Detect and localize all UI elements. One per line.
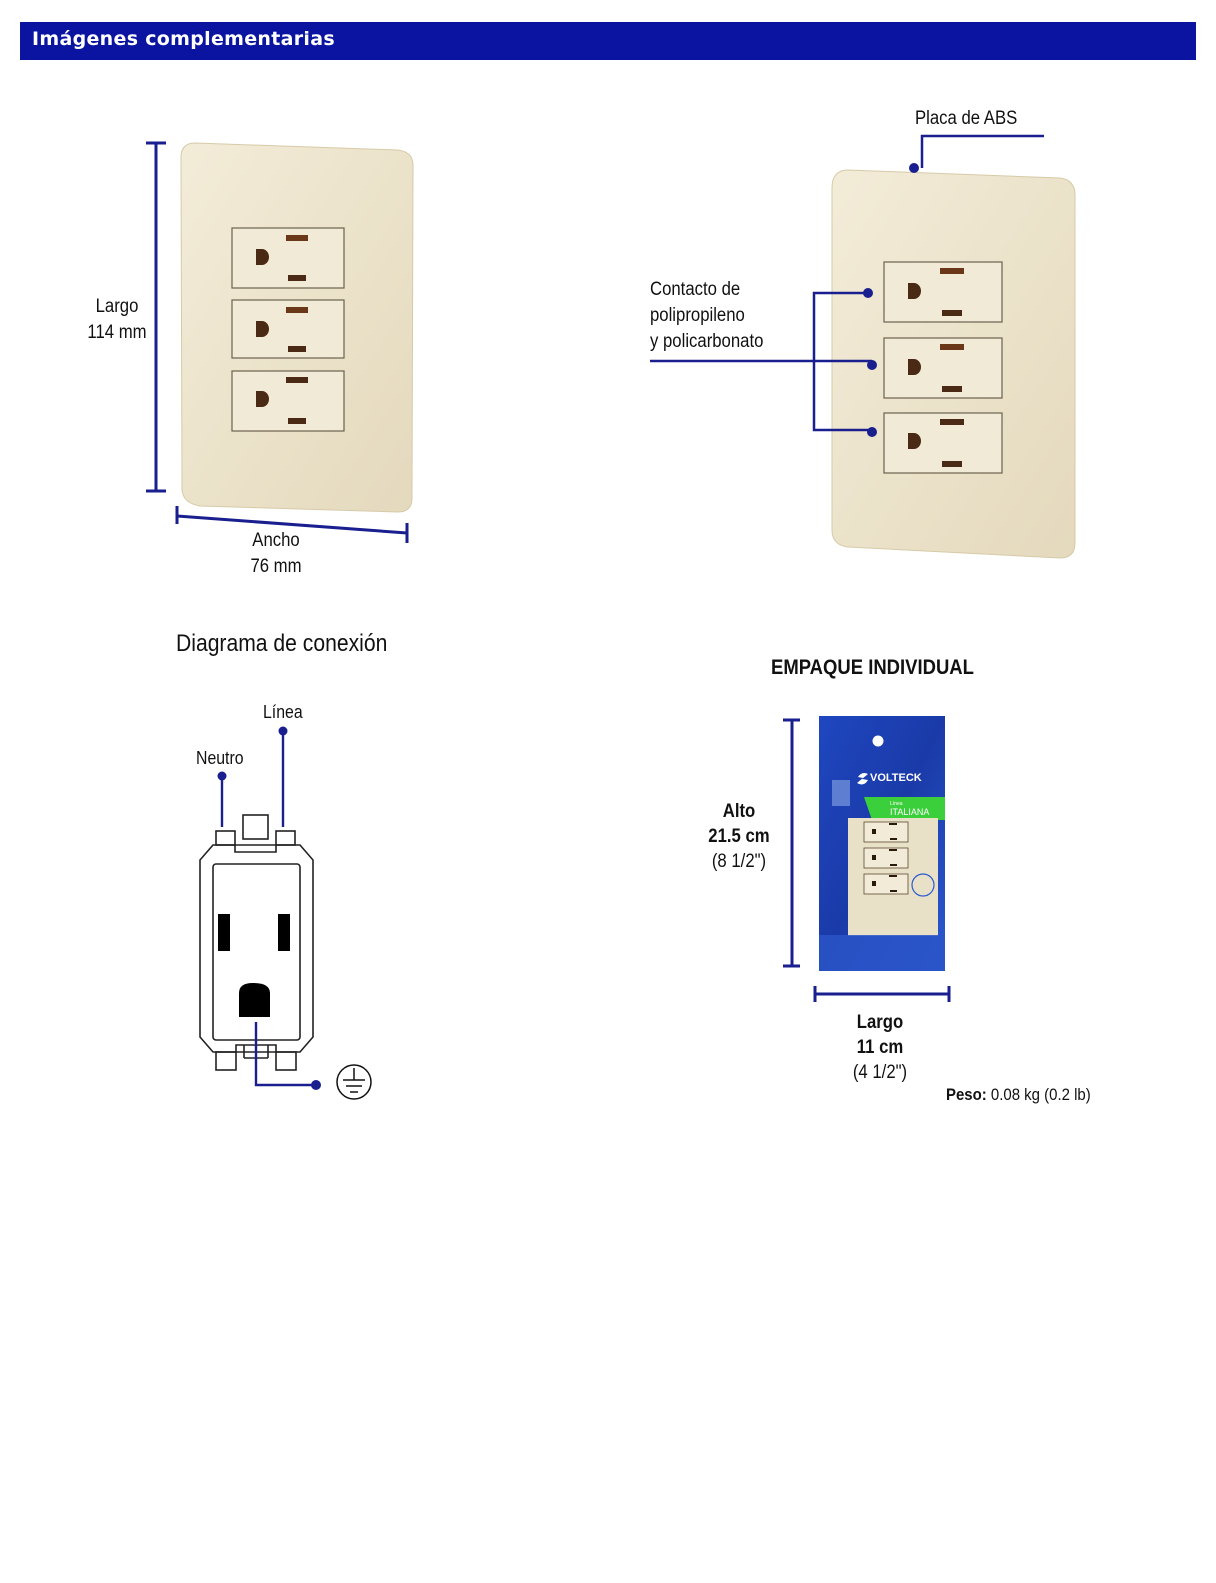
volteck-logo-icon bbox=[857, 773, 868, 785]
ground-icon bbox=[336, 1064, 372, 1100]
width-label: Ancho 76 mm bbox=[250, 530, 302, 577]
outlet-modules-left bbox=[231, 227, 345, 432]
brand-text: VOLTECK bbox=[870, 772, 922, 784]
package-weight: Peso: 0.08 kg (0.2 lb) bbox=[946, 1085, 1091, 1104]
svg-text:Línea: Línea bbox=[890, 801, 903, 807]
packaging-image: VOLTECK Línea ITALIANA bbox=[783, 716, 951, 1002]
height-dimension-line bbox=[146, 141, 166, 493]
outlet-modules-right bbox=[883, 261, 1003, 474]
section-header: Imágenes complementarias bbox=[20, 22, 1196, 60]
package-height-label: Alto 21.5 cm (8 1/2") bbox=[708, 801, 770, 872]
wiring-diagram bbox=[199, 726, 372, 1100]
width-dimension-line bbox=[175, 506, 409, 543]
ground-slot bbox=[239, 983, 270, 1017]
packaging-title: EMPAQUE INDIVIDUAL bbox=[771, 656, 974, 679]
height-label: Largo 114 mm bbox=[87, 296, 147, 343]
wiring-diagram-title: Diagrama de conexión bbox=[176, 630, 388, 657]
plate-callout-line bbox=[920, 134, 1044, 168]
contact-callout-lines bbox=[650, 291, 872, 432]
line-label: Línea bbox=[263, 702, 303, 722]
contact-material-label: Contacto de polipropileno y policarbonat… bbox=[650, 279, 764, 352]
svg-text:ITALIANA: ITALIANA bbox=[890, 807, 929, 817]
plate-material-label: Placa de ABS bbox=[915, 108, 1018, 129]
neutral-label: Neutro bbox=[196, 748, 244, 768]
plate-dimensions-image bbox=[146, 134, 1076, 559]
package-width-label: Largo 11 cm (4 1/2") bbox=[852, 1012, 908, 1083]
section-title: Imágenes complementarias bbox=[32, 28, 335, 50]
